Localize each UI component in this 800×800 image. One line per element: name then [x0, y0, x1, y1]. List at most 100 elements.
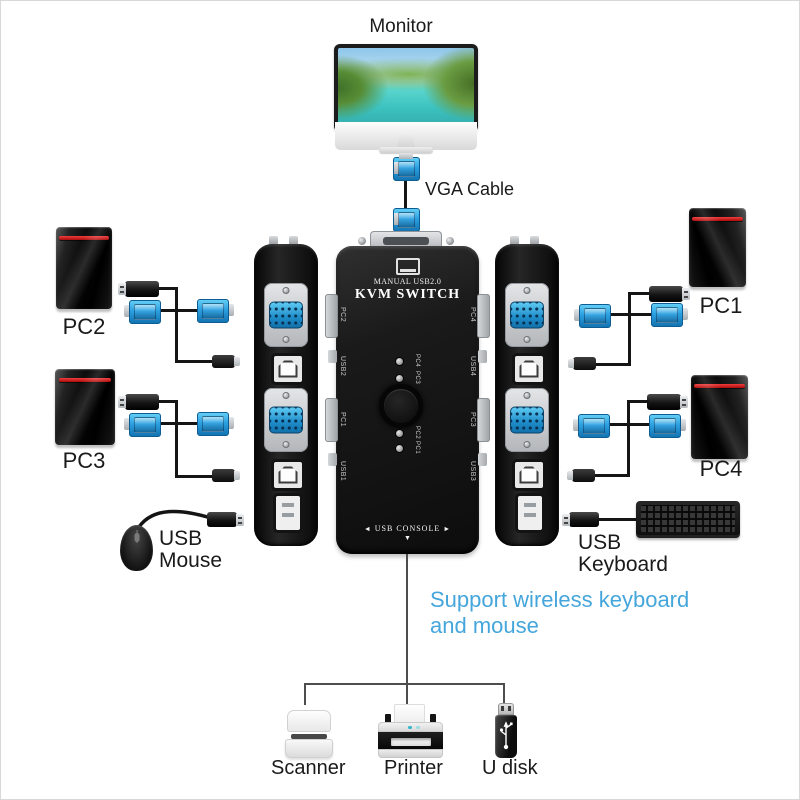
- usb-a-port-icon: [515, 493, 545, 533]
- down-arrow-icon: ▼: [404, 535, 411, 542]
- kvm-switch-top-view: MANUAL USB2.0 KVM SWITCH PC2 USB2 PC1 US…: [336, 246, 479, 554]
- pc3-tower-icon: [55, 369, 115, 445]
- screw-icon: [523, 441, 531, 448]
- tree-line: [406, 683, 408, 706]
- usb-a-connector-icon: [118, 281, 159, 297]
- kvm-side-port-stub: [478, 350, 487, 363]
- vga-connector-icon: [651, 303, 688, 327]
- left-arrow-icon: ◄: [363, 525, 372, 533]
- kvm-edge-label-usb1: USB1: [339, 461, 346, 482]
- kvm-edge-label-pc3: PC3: [469, 412, 476, 428]
- kvm-side-port-stub: [325, 398, 338, 442]
- tree-line: [503, 683, 505, 703]
- cable-line: [157, 422, 197, 425]
- cable-line: [159, 287, 178, 290]
- vga-connector-icon: [649, 414, 686, 438]
- vga-connector-icon: [124, 413, 161, 437]
- kvm-top-vga-port-icon: [370, 231, 442, 250]
- usb-b-connector-icon: [568, 357, 596, 370]
- vga-connector-icon: [124, 300, 161, 324]
- usb-mouse-icon: [120, 525, 153, 571]
- screw-icon: [523, 336, 531, 343]
- monitor-stand-base: [379, 147, 433, 153]
- usb-b-port-icon: [512, 353, 546, 385]
- cable-line: [629, 292, 650, 295]
- kvm-side-port-stub: [477, 398, 490, 442]
- cable-line: [627, 400, 630, 477]
- device-post: [289, 236, 298, 245]
- led-indicator: [396, 445, 403, 452]
- kvm-title-line2: KVM SWITCH: [354, 287, 461, 302]
- vga-cable-label: VGA Cable: [425, 179, 515, 199]
- screw-icon: [446, 237, 454, 245]
- scanner-label: Scanner: [271, 757, 346, 779]
- vga-connector-icon: [393, 153, 420, 181]
- tree-line: [406, 554, 408, 684]
- usb-keyboard-label: USB Keyboard: [578, 531, 668, 576]
- device-post: [530, 236, 539, 245]
- usb-drive-icon: [495, 703, 517, 758]
- usb-keyboard-icon: [636, 501, 740, 538]
- cable-line: [595, 518, 638, 521]
- vga-connector-icon: [574, 304, 611, 328]
- usb-a-connector-icon: [649, 286, 690, 302]
- pc1-tower-icon: [689, 208, 746, 287]
- monitor-label: Monitor: [369, 16, 433, 37]
- printer-icon: [378, 704, 443, 758]
- scanner-icon: [285, 710, 333, 758]
- led-indicator: [396, 430, 403, 437]
- pc2-tower-icon: [56, 227, 112, 309]
- cable-line: [609, 313, 651, 316]
- wireless-support-note: Support wireless keyboard and mouse: [430, 587, 690, 638]
- led-label-pc4: PC4: [414, 354, 420, 368]
- screw-icon: [282, 392, 290, 399]
- vga-dsub-icon: [510, 301, 544, 329]
- kvm-edge-label-usb3: USB3: [469, 461, 476, 482]
- cable-line: [175, 400, 178, 478]
- cable-line: [596, 363, 631, 366]
- pc4-tower-icon: [691, 375, 748, 459]
- tree-line: [304, 683, 505, 685]
- screw-icon: [282, 287, 290, 294]
- right-arrow-icon: ►: [443, 525, 452, 533]
- vga-port-icon: [264, 283, 308, 347]
- usb-a-connector-icon: [118, 394, 159, 410]
- usb-mouse-label: USB Mouse: [159, 527, 223, 572]
- usb-a-connector-icon: [207, 512, 244, 527]
- usb-a-port-icon: [273, 493, 303, 533]
- led-label-pc2: PC2: [414, 426, 420, 440]
- vga-connector-icon: [573, 414, 610, 438]
- vga-dsub-icon: [269, 301, 303, 329]
- cable-line: [595, 474, 629, 477]
- vga-port-icon: [505, 283, 549, 347]
- vga-connector-icon: [393, 208, 420, 232]
- usb-b-connector-icon: [567, 469, 595, 482]
- screw-icon: [523, 392, 531, 399]
- vga-connector-icon: [197, 412, 234, 436]
- monitor-icon: [334, 44, 478, 153]
- usb-a-connector-icon: [647, 394, 688, 410]
- kvm-edge-label-usb4: USB4: [469, 356, 476, 377]
- kvm-edge-label-usb2: USB2: [339, 356, 346, 377]
- kvm-select-button[interactable]: [379, 384, 423, 428]
- vga-connector-icon: [197, 299, 234, 323]
- usb-b-connector-icon: [212, 355, 240, 368]
- usb-b-connector-icon: [212, 469, 240, 482]
- screw-icon: [282, 336, 290, 343]
- printer-label: Printer: [384, 757, 443, 779]
- kvm-edge-label-pc2: PC2: [339, 307, 346, 323]
- monitor-glyph-icon: [395, 258, 420, 275]
- vga-dsub-icon: [510, 406, 544, 434]
- kvm-side-port-stub: [328, 453, 337, 466]
- kvm-side-port-stub: [325, 294, 338, 338]
- pc4-label: PC4: [699, 456, 743, 481]
- screw-icon: [282, 441, 290, 448]
- cable-line: [175, 360, 213, 363]
- cable-line: [175, 475, 213, 478]
- led-indicator: [396, 358, 403, 365]
- screw-icon: [523, 287, 531, 294]
- cable-line: [159, 400, 178, 403]
- kvm-title-line1: MANUAL USB2.0: [373, 277, 442, 286]
- kvm-edge-label-pc4: PC4: [469, 307, 476, 323]
